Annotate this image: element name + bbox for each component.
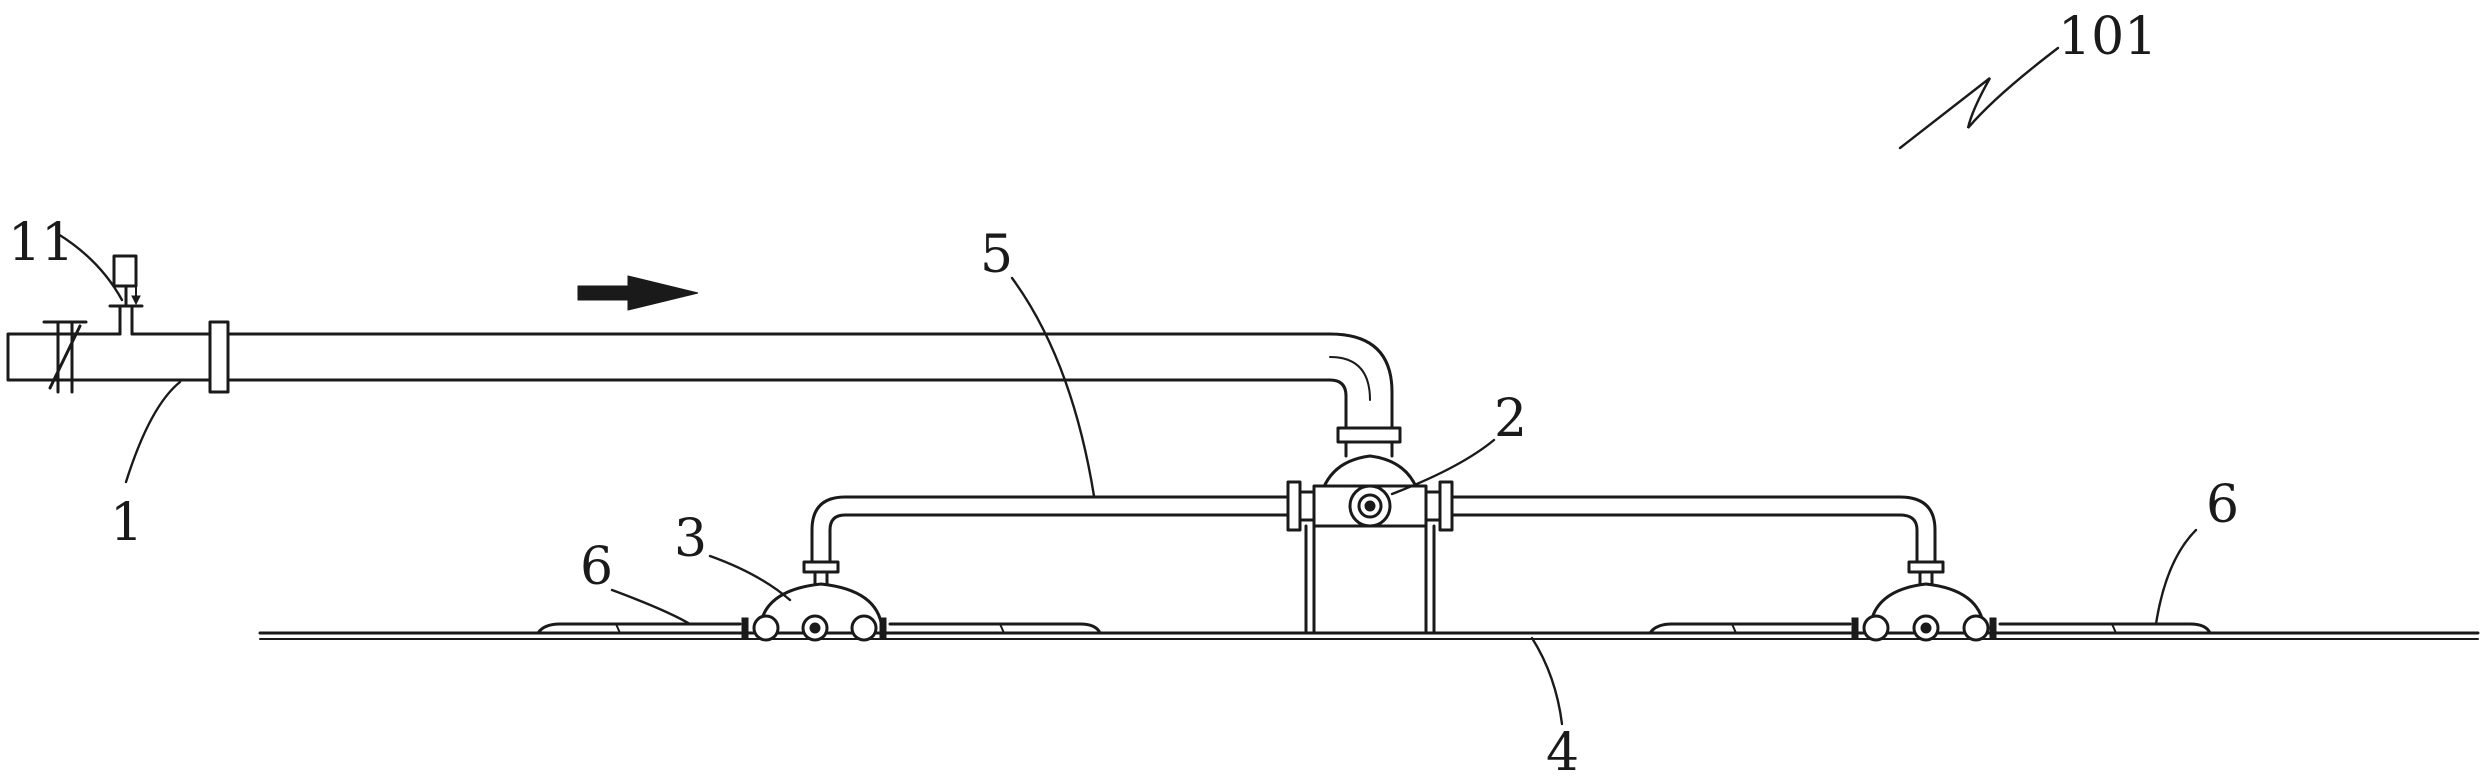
central-distributor (1286, 454, 1454, 635)
label-valve: 11 (8, 213, 74, 273)
label-branch-head: 3 (674, 509, 707, 569)
branch-head-left (741, 582, 887, 642)
reference-mark: 101 (1898, 7, 2157, 150)
part-labels: 11 1 5 2 3 6 6 4 (8, 213, 2239, 781)
main-inlet-pipe (6, 304, 1402, 458)
label-nozzle-right: 6 (2206, 475, 2239, 535)
flow-arrow-icon (577, 275, 699, 311)
branch-pipe-left (802, 495, 1290, 586)
leader-lines (56, 232, 2198, 726)
branch-head-right (1851, 582, 1997, 642)
valve-11 (108, 254, 144, 308)
label-base-plate: 4 (1546, 723, 1579, 781)
label-nozzle-left: 6 (580, 537, 613, 597)
label-inlet-pipe: 1 (110, 493, 143, 553)
reference-number-label: 101 (2058, 7, 2157, 67)
branch-pipe-right (1450, 495, 1945, 586)
label-distributor: 2 (1494, 389, 1527, 449)
base-plate (258, 631, 2480, 640)
label-branch-pipe: 5 (980, 225, 1013, 285)
nozzles-right (1648, 622, 2212, 635)
nozzles-left (536, 622, 1102, 635)
